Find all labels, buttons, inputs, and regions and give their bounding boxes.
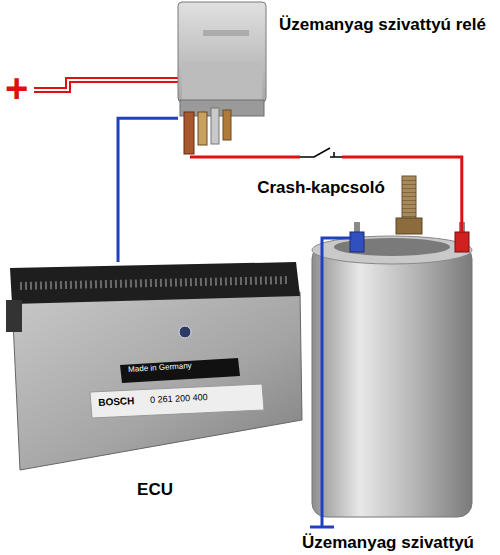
pump-body (312, 245, 472, 517)
supply-wire (34, 80, 200, 112)
positive-terminal (455, 232, 469, 252)
node-label: ECU (118, 479, 192, 502)
node-label: Üzemanyag szivattyú relé (270, 14, 495, 37)
switch-contact (300, 148, 330, 157)
polarity-sign: + (5, 68, 28, 108)
ecu-marking: Made in Germany (128, 362, 192, 374)
pump-thread (402, 180, 416, 218)
relay-pin (223, 110, 231, 140)
node-label: Crash-kapcsoló (228, 177, 414, 200)
relay-pin (184, 112, 194, 154)
ecu-pins (20, 280, 290, 286)
ecu-node: ECU (8, 262, 303, 472)
ecu-logo (179, 326, 191, 338)
ground-symbol (310, 526, 334, 529)
relay-marking (203, 30, 249, 36)
signal-wire (118, 118, 178, 262)
ecu-body (12, 292, 302, 470)
ecu-connector (10, 262, 300, 304)
ecu-bracket (6, 300, 22, 332)
crash-switch-node: Crash-kapcsoló (300, 148, 342, 166)
relay-face (182, 62, 262, 100)
power-wire (190, 156, 300, 159)
ecu-sticker (90, 384, 264, 418)
relay-pin (211, 108, 219, 144)
pump-nozzle (402, 176, 416, 222)
ground-wire (322, 238, 352, 527)
relay-pin (198, 112, 207, 145)
ecu-sticker (120, 358, 240, 383)
relay-node: Üzemanyag szivattyú relé (178, 2, 266, 157)
negative-terminal (350, 232, 364, 252)
fuel-pump-node: Üzemanyag szivattyú (310, 232, 475, 522)
ecu-brand: BOSCH (98, 396, 135, 408)
node-label: Üzemanyag szivattyú (278, 532, 498, 555)
pump-top (312, 236, 472, 264)
switch-contact (330, 152, 342, 157)
supply-wire-core (34, 80, 200, 112)
ecu-part-number: 0 261 200 400 (150, 393, 208, 405)
pump-nut (396, 218, 422, 234)
relay-body (178, 2, 266, 102)
